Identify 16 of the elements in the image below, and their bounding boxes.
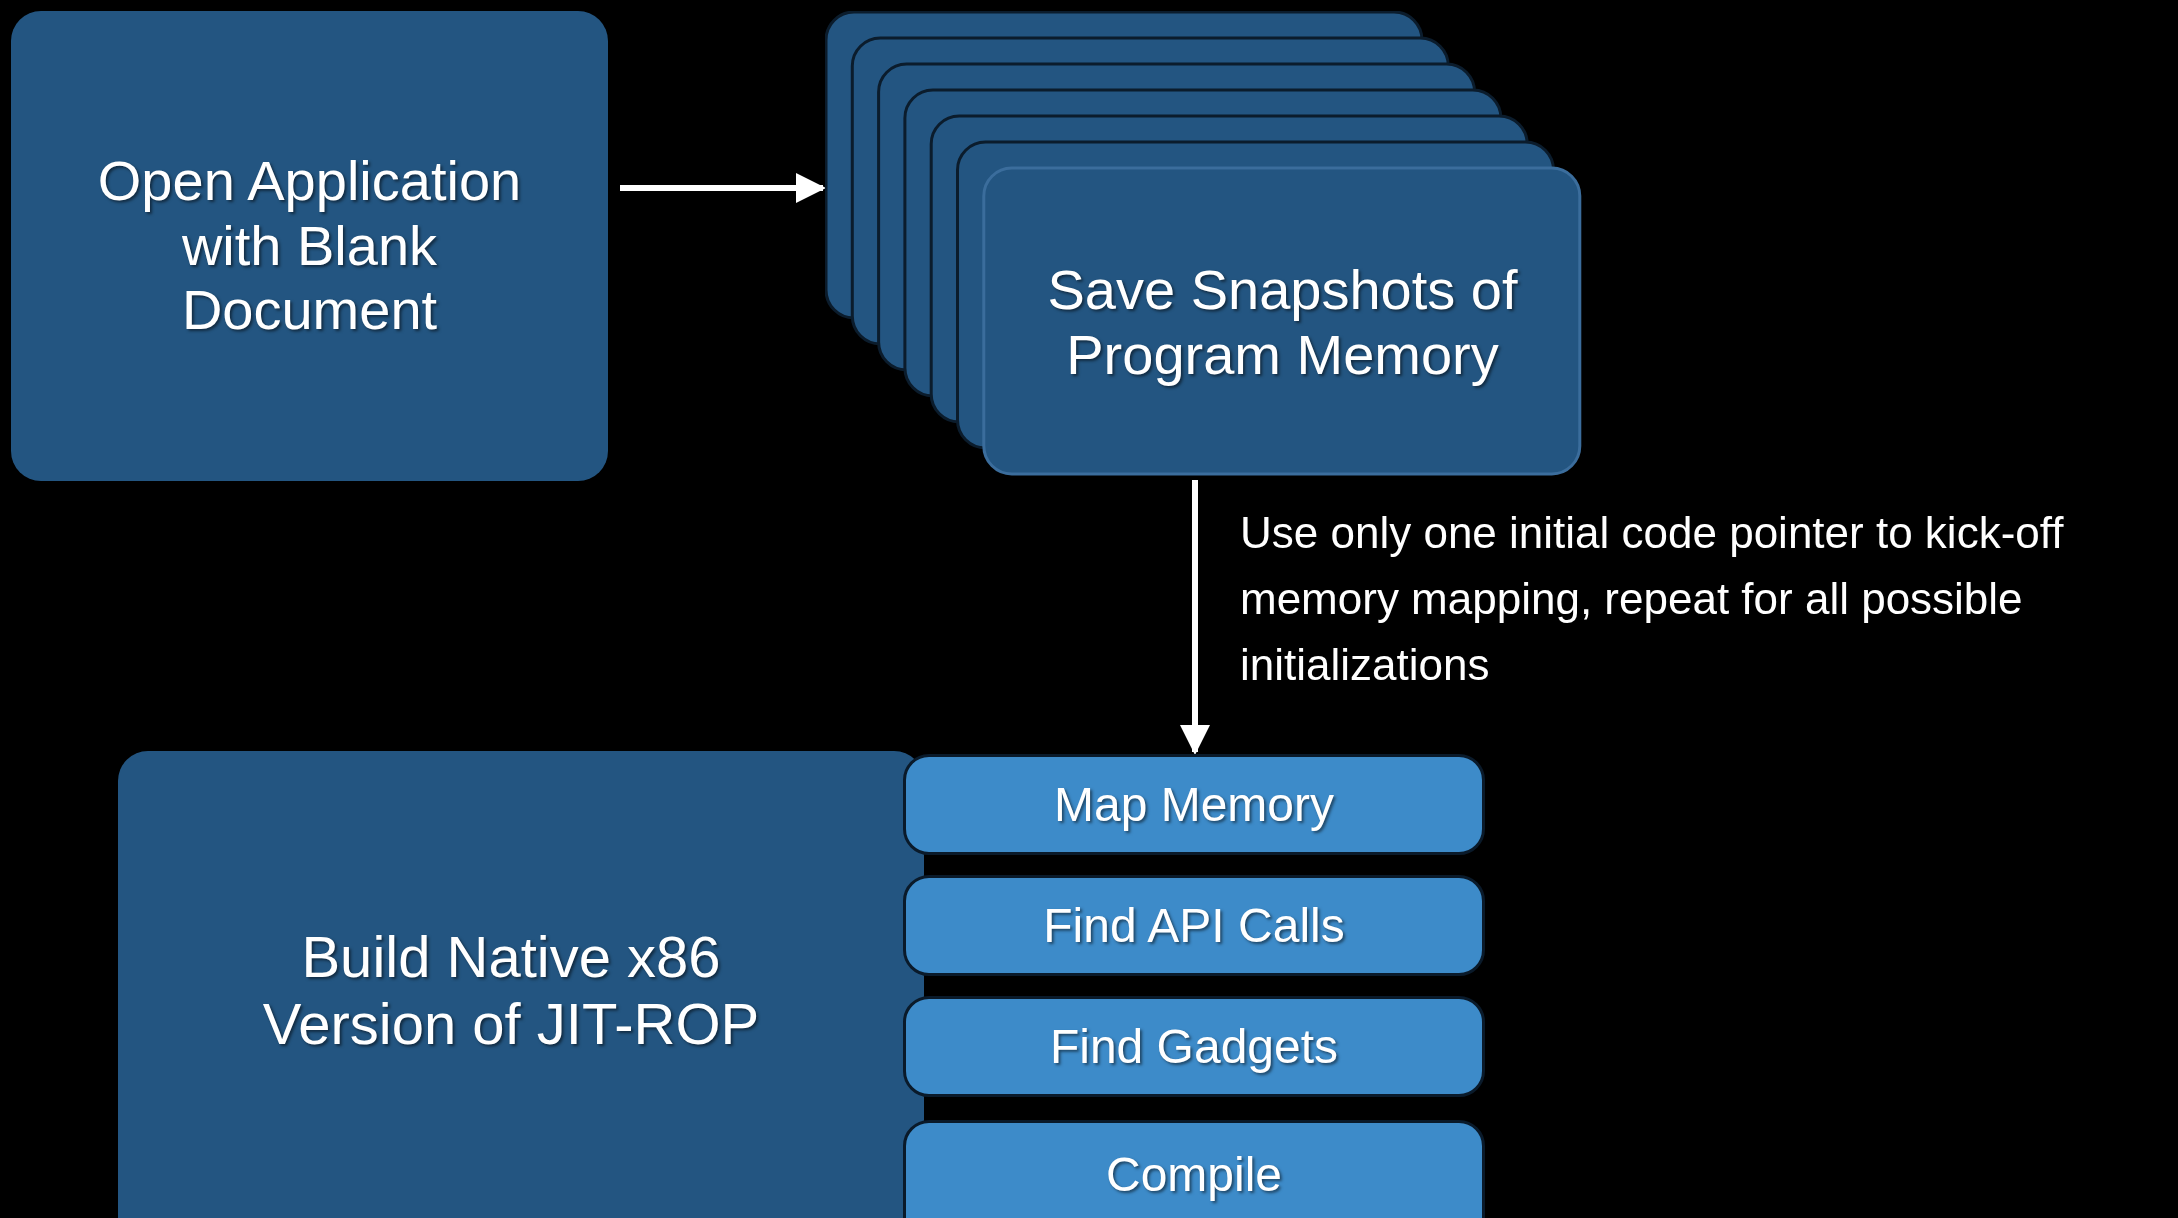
step-box	[903, 754, 1485, 855]
step-box	[903, 1120, 1485, 1218]
box-label: Find Gadgets	[1048, 1018, 1340, 1075]
box-label: Open Application with Blank Document	[96, 149, 523, 343]
box-label: Compile	[1104, 1147, 1284, 1203]
box-label: Save Snapshots of Program Memory	[1046, 258, 1519, 387]
box-label: Find API Calls	[1042, 897, 1346, 954]
step-box	[903, 996, 1485, 1097]
step-box	[903, 875, 1485, 976]
box-label: Map Memory	[1052, 776, 1336, 833]
process-box	[11, 11, 608, 481]
arrow	[1180, 480, 1210, 755]
box-label: Build Native x86 Version of JIT-ROP	[261, 924, 761, 1058]
process-box	[118, 751, 924, 1218]
snapshot-stack	[825, 11, 1582, 476]
arrow	[620, 173, 826, 203]
